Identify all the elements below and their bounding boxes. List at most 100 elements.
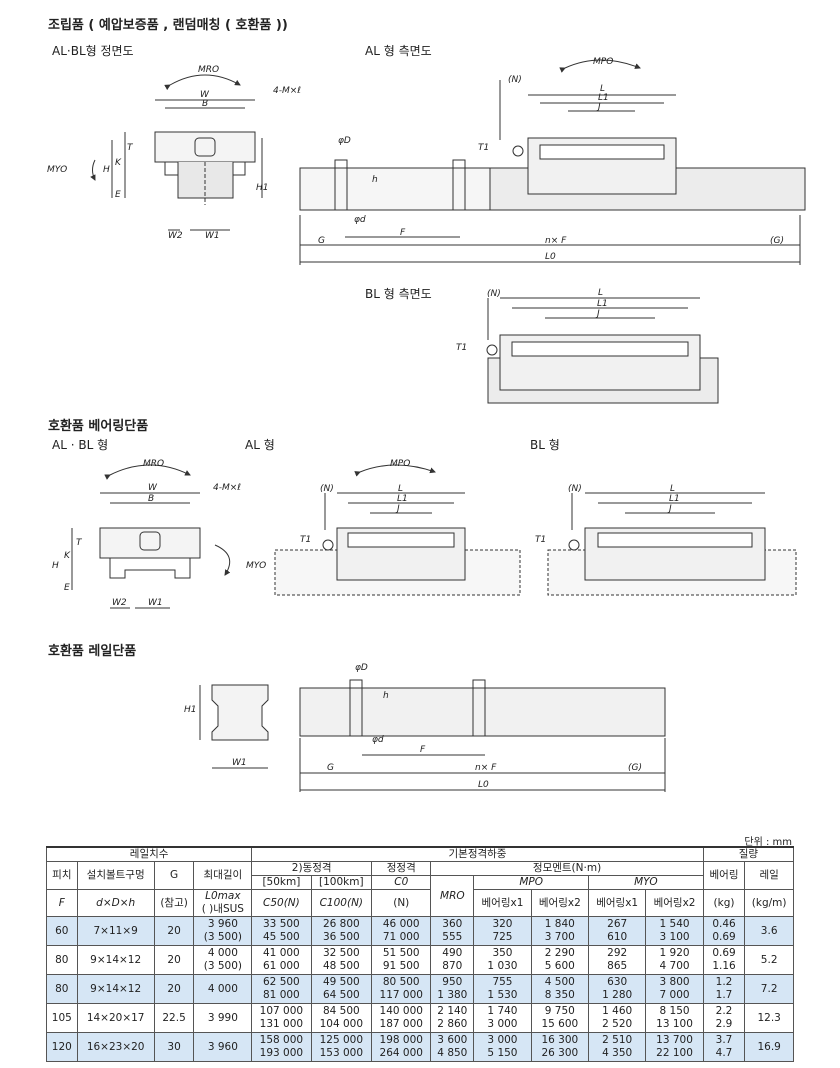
dim-e: E <box>115 190 121 200</box>
th-l0max: L0max( )내SUS <box>193 889 253 917</box>
bb-dim-l1: L1 <box>669 494 680 504</box>
th-kgm: (kg/m) <box>744 889 794 917</box>
bb-dim-l: L <box>670 484 675 494</box>
dim-w: W <box>200 90 210 100</box>
bb-dim-j: J <box>667 504 672 514</box>
th-myo: MYO <box>588 875 704 890</box>
ba-dim-t1: T1 <box>300 535 311 545</box>
bf-dim-w2: W2 <box>112 598 127 608</box>
bf-dim-w: W <box>148 483 158 493</box>
cell-g: 30 <box>153 1032 195 1062</box>
th-maxlen: 최대길이 <box>193 861 253 890</box>
th-b3: 베어링x1 <box>587 889 647 917</box>
th-mro: MRO <box>430 875 475 917</box>
ru-dim-h1: H1 <box>184 705 197 715</box>
dim-l1: L1 <box>598 93 609 103</box>
ba-dim-n: (N) <box>320 484 334 494</box>
dim-t1: T1 <box>478 143 489 153</box>
dim-phid-small: φd <box>354 215 366 225</box>
dim-j: J <box>596 102 601 112</box>
th-kg: (kg) <box>702 889 746 917</box>
dim-b: B <box>202 99 208 109</box>
bl-side-view <box>486 297 719 404</box>
cell-len: 3 990 <box>193 1003 253 1033</box>
bl-dim-t1: T1 <box>456 343 467 353</box>
dim-w2: W2 <box>168 231 183 241</box>
bf-dim-h: H <box>52 561 59 571</box>
bl-dim-l1: L1 <box>597 299 608 309</box>
heading-bl-side: BL 형 측면도 <box>365 287 432 301</box>
cell-bolt: 7×11×9 <box>76 916 155 946</box>
cell-pitch: 80 <box>46 945 78 975</box>
th-dyn: 2)동정격 <box>251 861 373 876</box>
bf-dim-k: K <box>64 551 71 561</box>
dim-h1: H1 <box>256 183 269 193</box>
th-g: G <box>153 861 195 890</box>
ru-dim-l0: L0 <box>478 780 489 790</box>
ba-dim-mpo: MPO <box>390 459 410 469</box>
cell-len: 3 960 <box>193 1032 253 1062</box>
ru-dim-nf: n× F <box>475 763 497 773</box>
th-b4: 베어링x2 <box>645 889 704 917</box>
dim-n: (N) <box>508 75 522 85</box>
th-c50: C50(N) <box>251 889 312 917</box>
th-100km: [100km] <box>310 875 373 890</box>
dim-mpo: MPO <box>593 57 613 67</box>
cell-bolt: 9×14×12 <box>76 974 155 1004</box>
th-mass: 질량 <box>702 846 795 862</box>
cell-rm: 12.3 <box>744 1003 794 1033</box>
th-static: 정정격 <box>371 861 432 876</box>
th-pitch: 피치 <box>46 861 78 890</box>
cell-g: 20 <box>153 945 195 975</box>
cell-len: 4 000(3 500) <box>193 945 253 975</box>
ba-dim-j: J <box>395 504 400 514</box>
bf-dim-mro: MRO <box>143 459 164 469</box>
heading-bearing-al: AL 형 <box>245 438 275 452</box>
heading-bearing-front: AL · BL 형 <box>52 438 109 452</box>
th-basic: 기본정격하중 <box>251 846 704 862</box>
th-b1: 베어링x1 <box>473 889 532 917</box>
th-moment: 정모멘트(N·m) <box>430 861 704 876</box>
ru-dim-hh: h <box>383 691 389 701</box>
spec-table: 레일치수 기본정격하중 질량 피치 설치볼트구멍 G 최대길이 2)동정격 정정… <box>45 846 795 1062</box>
bb-dim-t1: T1 <box>535 535 546 545</box>
cell-rm: 5.2 <box>744 945 794 975</box>
dim-mro: MRO <box>198 65 219 75</box>
dim-l0: L0 <box>545 252 556 262</box>
cell-pitch: 105 <box>46 1003 78 1033</box>
th-c100: C100(N) <box>310 889 373 917</box>
ru-dim-phid-small: φd <box>372 735 384 745</box>
bearing-front-view <box>71 464 231 609</box>
bf-dim-mxl: 4-M×ℓ <box>213 483 241 493</box>
ru-dim-phid-big: φD <box>355 663 368 673</box>
assembly-front-view <box>90 74 263 231</box>
cell-g: 20 <box>153 916 195 946</box>
cell-rm: 16.9 <box>744 1032 794 1062</box>
